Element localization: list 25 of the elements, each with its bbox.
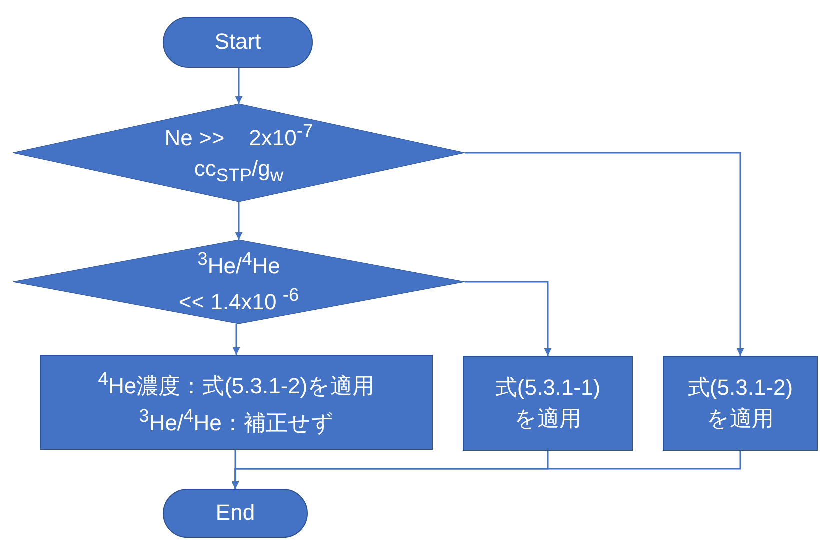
node-label: Start (214, 28, 262, 56)
terminal-pill (163, 17, 313, 68)
decision-diamond (13, 104, 465, 202)
node-label: 式(5.3.1-2) (688, 374, 794, 402)
arrow (232, 324, 240, 355)
node-label: cc$_{STP}$/g$_{w}$ (194, 155, 284, 188)
process-box (463, 356, 633, 451)
node-label: $^{3}$He/$^{4}$He：補正せず (139, 404, 334, 437)
arrow (235, 202, 243, 240)
arrow (465, 281, 552, 356)
process-box (663, 356, 818, 451)
terminal-pill (163, 489, 308, 538)
arrow (232, 451, 742, 489)
node-label: Ne >> 2x10$^{-7}$ (164, 118, 314, 152)
arrow (235, 68, 243, 104)
node-label: 式(5.3.1-1) (495, 374, 601, 402)
process-box (40, 355, 433, 450)
arrow (465, 152, 744, 356)
node-label: を適用 (707, 404, 774, 432)
node-label: End (216, 499, 256, 528)
node-label: を適用 (514, 404, 582, 432)
decision-diamond (13, 240, 465, 324)
node-label: $^{4}$He濃度：式(5.3.1-2)を適用 (98, 367, 375, 401)
node-label: $^{3}$He/$^{4}$He (198, 246, 280, 280)
node-label: << 1.4x10 $^{-6}$ (178, 283, 300, 316)
